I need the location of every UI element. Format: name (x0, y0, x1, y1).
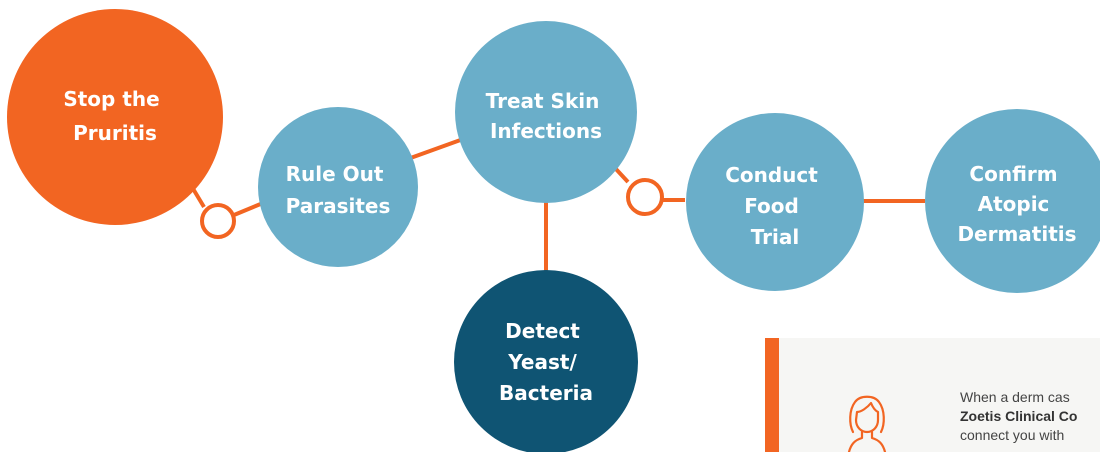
person-icon (847, 395, 887, 452)
svg-text:Stop the Pruritis: Stop the Pruritis (63, 87, 166, 145)
node-label-line: Infections (490, 119, 602, 143)
node-circle (7, 9, 223, 225)
node-label-line: Parasites (286, 194, 391, 218)
node-circle (925, 109, 1100, 293)
connector-ring-2 (626, 178, 664, 216)
connector-ring-to-parasites (233, 201, 264, 217)
callout-text: When a derm cas Zoetis Clinical Co conne… (960, 388, 1100, 445)
node-conduct-food-trial: Conduct Food Trial (686, 113, 864, 291)
svg-text:Conduct Food Trial: Conduct Food Trial (725, 163, 825, 249)
node-confirm-atopic-dermatitis: Confirm Atopic Dermatitis (925, 109, 1100, 293)
svg-text:Detect Yeast/ Bact: Detect Yeast/ Bacteria (499, 319, 593, 405)
node-label-line: Rule Out (286, 162, 384, 186)
connector-parasites-to-treat (404, 136, 467, 162)
node-circle (686, 113, 864, 291)
node-label-line: Food (744, 194, 799, 218)
node-label-line: Confirm (969, 162, 1057, 186)
node-label-line: Yeast/ (507, 350, 577, 374)
node-label-line: Conduct (725, 163, 818, 187)
node-detect-yeast-bacteria: Detect Yeast/ Bacteria (454, 270, 638, 452)
node-label-line: Detect (505, 319, 580, 343)
node-label-line: Trial (751, 225, 800, 249)
node-label-line: Dermatitis (957, 222, 1076, 246)
connectors (190, 136, 925, 272)
node-label-line: Bacteria (499, 381, 593, 405)
svg-text:Confirm Atopic Der: Confirm Atopic Dermatitis (957, 162, 1076, 246)
callout-line-bold: Zoetis Clinical Co (960, 408, 1078, 424)
consultant-callout: When a derm cas Zoetis Clinical Co conne… (765, 338, 1100, 452)
node-label-line: Treat Skin (486, 89, 600, 113)
node-circle (455, 21, 637, 203)
connector-ring-1 (200, 203, 236, 239)
connector-treat-to-ring (613, 166, 630, 184)
node-circle (454, 270, 638, 452)
callout-accent-bar (765, 338, 779, 452)
node-label-line: Atopic (978, 192, 1050, 216)
callout-line: connect you with (960, 427, 1065, 443)
svg-text:Rule Out Parasites: Rule Out Parasites (286, 162, 391, 218)
node-circle (258, 107, 418, 267)
node-label-line: Stop the (63, 87, 159, 111)
node-treat-skin-infections: Treat Skin Infections (455, 21, 637, 203)
node-rule-out-parasites: Rule Out Parasites (258, 107, 418, 267)
svg-text:Treat Skin Infections: Treat Skin Infections (486, 89, 607, 143)
node-stop-pruritis: Stop the Pruritis (7, 9, 223, 225)
node-label-line: Pruritis (73, 121, 157, 145)
callout-line: When a derm cas (960, 389, 1070, 405)
